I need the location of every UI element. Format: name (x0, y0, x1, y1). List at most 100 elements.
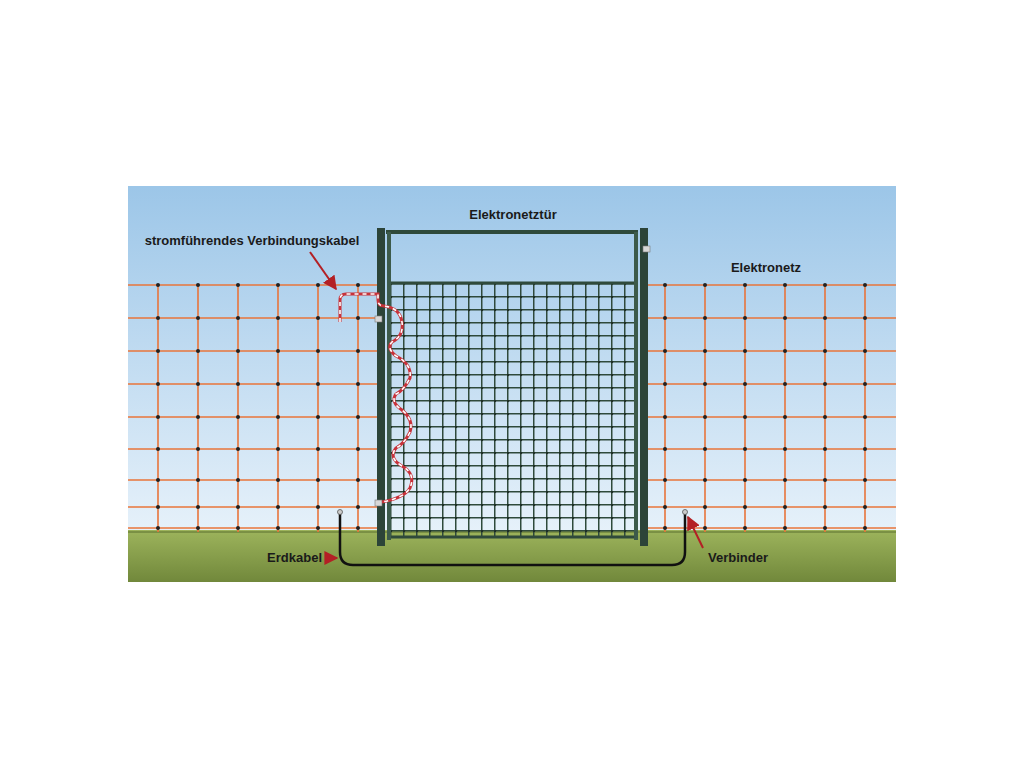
net-knot (236, 349, 240, 353)
net-knot (783, 478, 787, 482)
net-knot (743, 316, 747, 320)
net-knot (663, 478, 667, 482)
net-knot (823, 415, 827, 419)
net-knot (863, 526, 867, 530)
net-knot (743, 447, 747, 451)
net-knot (823, 505, 827, 509)
part-label: Elektronetztür (469, 207, 556, 223)
net-knot (743, 382, 747, 386)
net-knot (743, 349, 747, 353)
net-knot (356, 283, 360, 287)
net-knot (663, 415, 667, 419)
net-knot (743, 478, 747, 482)
hinge (375, 500, 382, 506)
net-knot (236, 447, 240, 451)
part-label: stromführendes Verbindungskabel (145, 233, 360, 249)
net-strand (648, 506, 896, 508)
net-knot (783, 526, 787, 530)
net-knot (356, 447, 360, 451)
connector (683, 510, 688, 515)
net-strand (157, 285, 159, 532)
net-knot (703, 415, 707, 419)
net-knot (276, 316, 280, 320)
hinge (643, 246, 650, 252)
net-strand (128, 448, 378, 450)
net-knot (663, 283, 667, 287)
hinge (375, 316, 382, 322)
net-knot (156, 447, 160, 451)
net-knot (356, 415, 360, 419)
net-knot (703, 447, 707, 451)
net-knot (863, 505, 867, 509)
net-strand (664, 285, 666, 532)
net-knot (783, 316, 787, 320)
net-knot (316, 447, 320, 451)
net-knot (156, 316, 160, 320)
net-strand (648, 416, 896, 418)
net-knot (316, 505, 320, 509)
net-strand (128, 350, 378, 352)
net-knot (703, 478, 707, 482)
net-knot (356, 316, 360, 320)
net-knot (316, 415, 320, 419)
net-strand (648, 448, 896, 450)
net-strand (128, 416, 378, 418)
net-knot (783, 447, 787, 451)
net-knot (196, 447, 200, 451)
gate-post (377, 228, 385, 546)
live-connecting-cable (340, 294, 412, 502)
net-knot (663, 382, 667, 386)
gate-frame (634, 232, 638, 540)
net-knot (236, 526, 240, 530)
net-knot (743, 283, 747, 287)
net-knot (316, 283, 320, 287)
net-strand (648, 383, 896, 385)
net-knot (356, 349, 360, 353)
net-knot (663, 316, 667, 320)
net-strand (864, 285, 866, 532)
net-knot (236, 283, 240, 287)
net-knot (663, 505, 667, 509)
net-knot (316, 382, 320, 386)
net-knot (823, 316, 827, 320)
net-knot (823, 349, 827, 353)
net-knot (863, 349, 867, 353)
live-connecting-cable (340, 294, 412, 502)
net-knot (316, 316, 320, 320)
net-knot (196, 526, 200, 530)
net-knot (276, 447, 280, 451)
net-knot (743, 526, 747, 530)
net-knot (743, 505, 747, 509)
net-knot (196, 382, 200, 386)
net-knot (276, 505, 280, 509)
net-knot (196, 478, 200, 482)
gate-frame (387, 232, 391, 540)
net-knot (236, 316, 240, 320)
net-knot (703, 382, 707, 386)
net-knot (356, 526, 360, 530)
net-knot (863, 382, 867, 386)
net-knot (156, 505, 160, 509)
net-knot (276, 415, 280, 419)
net-knot (156, 283, 160, 287)
net-knot (863, 447, 867, 451)
gate-post (640, 228, 648, 546)
net-knot (823, 478, 827, 482)
net-strand (197, 285, 199, 532)
net-knot (783, 349, 787, 353)
net-strand (128, 284, 378, 286)
net-strand (648, 317, 896, 319)
net-strand (648, 284, 896, 286)
part-label: Verbinder (708, 550, 768, 566)
net-knot (196, 415, 200, 419)
gate-bar (388, 536, 637, 539)
net-knot (156, 415, 160, 419)
net-knot (156, 349, 160, 353)
net-knot (236, 415, 240, 419)
leader-arrow (688, 517, 703, 548)
gate-top-bar (386, 230, 638, 234)
net-knot (863, 316, 867, 320)
net-knot (196, 283, 200, 287)
